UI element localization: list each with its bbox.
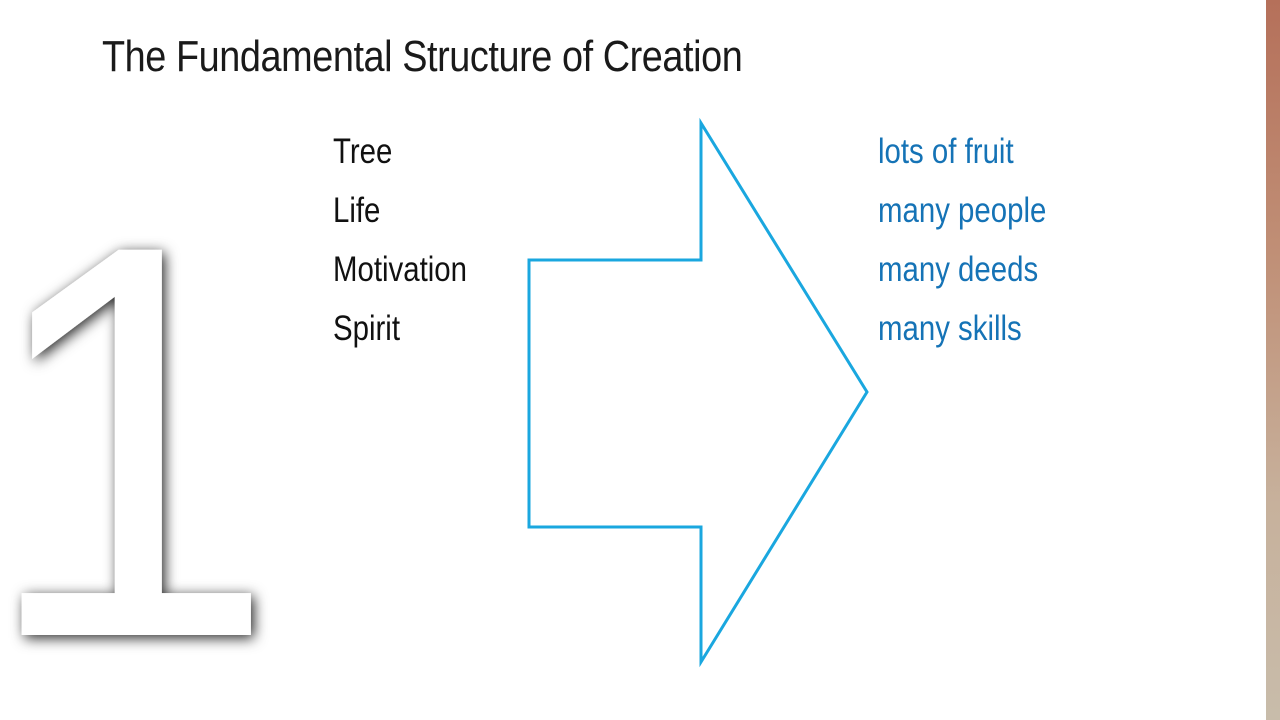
arrow-shape: [527, 117, 869, 668]
slide-title: The Fundamental Structure of Creation: [102, 32, 743, 81]
number-one-graphic: 1: [0, 130, 277, 660]
source-item: Life: [333, 191, 381, 230]
source-item: Motivation: [333, 250, 468, 289]
source-list: Tree Life Motivation Spirit: [333, 122, 467, 358]
outcome-list: lots of fruit many people many deeds man…: [878, 122, 1046, 358]
source-item: Spirit: [333, 309, 400, 348]
big-numeral-text: 1: [0, 130, 277, 660]
outcome-item: many people: [878, 191, 1047, 230]
right-arrow-outline-icon: [527, 117, 869, 668]
decorative-side-strip: [1266, 0, 1280, 720]
outcome-item: many skills: [878, 309, 1022, 348]
source-item: Tree: [333, 132, 393, 171]
outcome-item: many deeds: [878, 250, 1039, 289]
outcome-item: lots of fruit: [878, 132, 1014, 171]
